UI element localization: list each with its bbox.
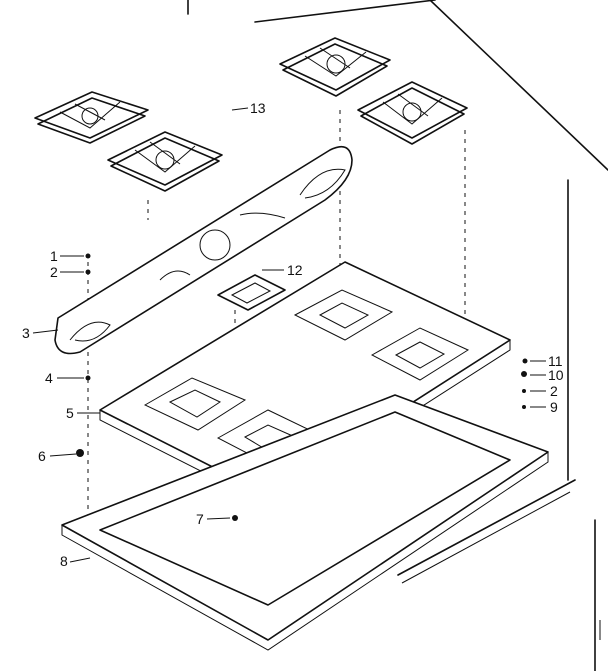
burner-grate-3 [279,37,391,97]
burner-grate-1 [34,91,149,144]
base-frame [61,394,549,651]
callout-13: 13 [250,100,266,116]
vent-plate [217,274,286,359]
burner-grate-4 [357,81,468,145]
callout-2-left: 2 [50,264,58,280]
callout-3: 3 [22,325,30,341]
decorative-trim-bar [54,145,353,355]
callout-4: 4 [45,370,53,386]
fastener-dots [76,253,528,521]
leader-lines [32,107,546,563]
cabinet-outline [187,0,608,671]
callout-1: 1 [50,248,58,264]
callout-2-right: 2 [550,383,558,399]
callout-6: 6 [38,448,46,464]
callout-9: 9 [550,399,558,415]
callout-11: 11 [548,353,563,369]
burner-grate-2 [107,131,223,192]
callout-5: 5 [66,405,74,421]
callout-10: 10 [548,367,564,383]
callout-12: 12 [287,262,303,278]
callout-8: 8 [60,553,68,569]
callout-labels: 1 2 3 4 5 6 7 8 11 10 2 9 12 13 [22,100,564,569]
callout-7: 7 [196,511,204,527]
